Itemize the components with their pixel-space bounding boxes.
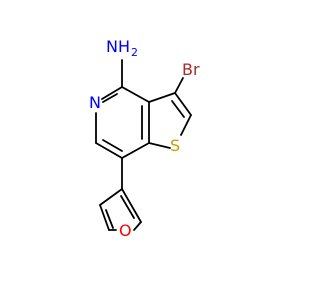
bond-c4-n5-double: [102, 93, 118, 103]
label-br: Br: [182, 60, 200, 79]
bond-c2-s1: [180, 114, 192, 136]
bond-furan-c2-c3: [121, 188, 142, 223]
bond-furan-c4-c5: [99, 204, 110, 231]
bond-c3-br: [174, 77, 184, 94]
bond-c6-c7: [95, 142, 123, 159]
label-n: N: [89, 93, 101, 112]
molecule-structure: NH 2 Br N S O: [89, 37, 200, 240]
bond-furan-c3-c4: [99, 188, 123, 206]
label-s: S: [170, 136, 180, 155]
bond-furan-o-c2: [133, 221, 142, 231]
bond-furan-c2-c3-double: [120, 195, 135, 219]
bond-c4-n5: [101, 86, 123, 100]
label-nh2: NH: [106, 37, 130, 56]
label-o: O: [119, 221, 132, 240]
molecule-drawing: NH 2 Br N S O: [89, 37, 200, 240]
bond-c3a-c4: [121, 86, 150, 103]
bond-c3-c2: [174, 92, 192, 116]
bond-c7-c7a: [121, 142, 150, 159]
atom-labels: NH 2 Br N S O: [89, 37, 200, 240]
bond-s1-c7a: [148, 142, 171, 149]
bonds: [95, 59, 192, 231]
bond-furan-c4-c5-double: [105, 209, 114, 229]
bond-c6-c7-double: [102, 139, 123, 152]
bond-c3-c2-double: [171, 100, 185, 118]
label-nh2-subscript: 2: [131, 46, 138, 59]
bond-c3a-c3: [148, 92, 176, 103]
